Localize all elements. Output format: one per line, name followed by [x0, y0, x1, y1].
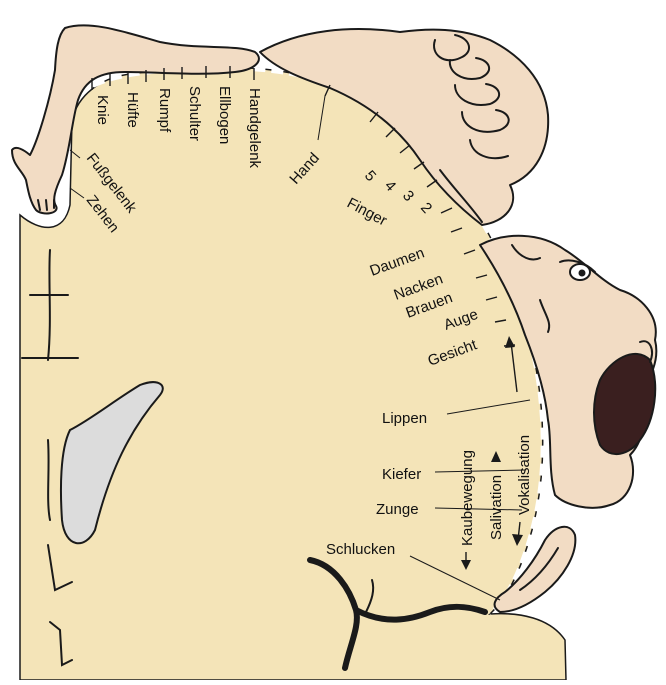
label-kiefer: Kiefer [382, 466, 421, 483]
label-rumpf: Rumpf [156, 88, 173, 133]
label-zunge: Zunge [376, 501, 419, 518]
label-ellbogen: Ellbogen [216, 86, 233, 144]
label-huefte: Hüfte [124, 92, 141, 128]
label-vokalisation: Vokalisation [516, 435, 533, 515]
label-salivation: Salivation [488, 475, 505, 540]
label-lippen: Lippen [382, 410, 427, 427]
label-kaubewegung: Kaubewegung [459, 450, 476, 546]
label-handgelenk: Handgelenk [246, 88, 263, 169]
label-schulter: Schulter [186, 86, 203, 141]
label-schlucken: Schlucken [326, 541, 395, 558]
label-knie: Knie [94, 95, 111, 125]
